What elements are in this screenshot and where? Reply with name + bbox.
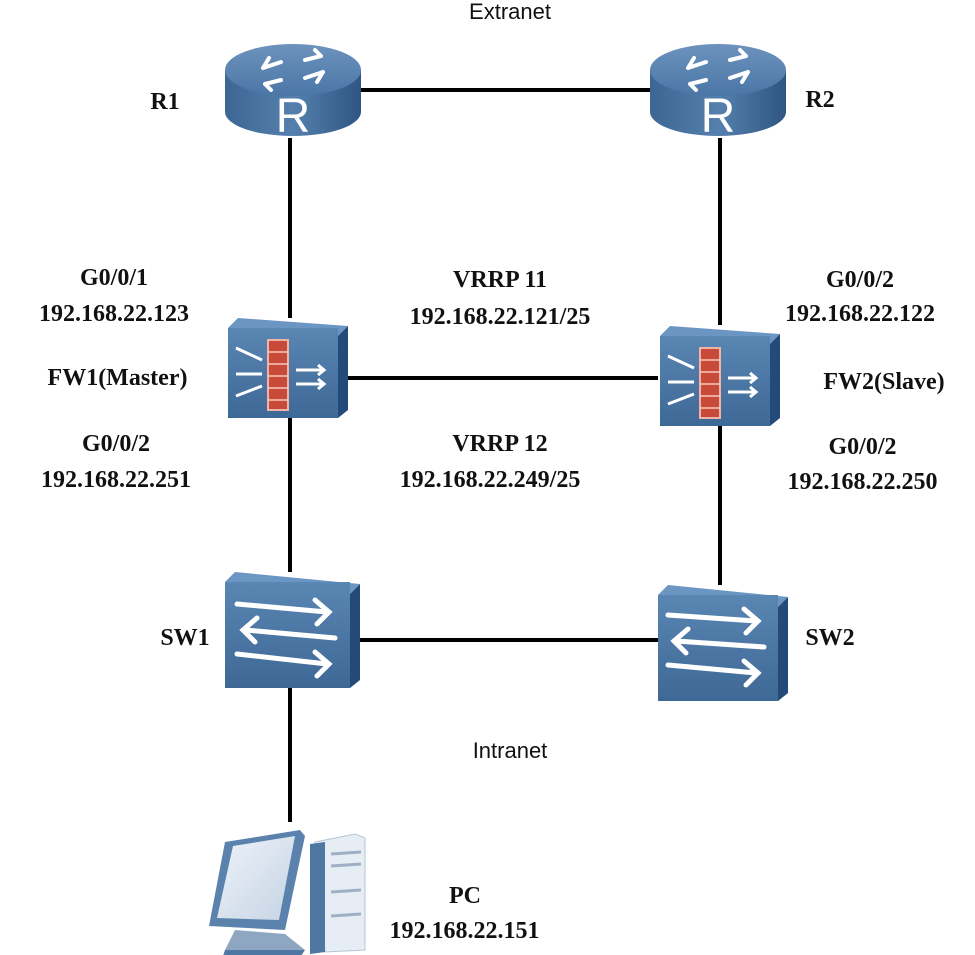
pc-ip: 192.168.22.151 [389,918,540,944]
switch-sw1-label: SW1 [160,625,210,651]
vrrp-11-vip: 192.168.22.121/25 [409,304,591,330]
firewall-fw2-icon[interactable] [660,326,780,426]
fw2-name: FW2(Slave) [823,369,945,395]
zone-label-extranet: Extranet [469,0,551,24]
router-r2-label: R2 [805,87,835,113]
vrrp-12-vip: 192.168.22.249/25 [399,467,581,493]
firewall-fw1-icon[interactable] [228,318,348,418]
fw1-down-ip: 192.168.22.251 [41,467,191,493]
switch-sw1-icon[interactable] [225,572,360,688]
fw2-down-ip: 192.168.22.250 [787,469,938,495]
switch-sw2-icon[interactable] [658,585,788,701]
fw2-down-interface: G0/0/2 [828,434,897,460]
router-r2-icon[interactable]: R [650,44,786,143]
fw1-down-interface: G0/0/2 [81,431,150,457]
links [288,88,722,822]
switch-sw2-label: SW2 [805,625,855,651]
vrrp-12-name: VRRP 12 [452,431,548,457]
vrrp-11-name: VRRP 11 [452,267,547,293]
pc-name: PC [449,883,481,909]
fw2-up-ip: 192.168.22.122 [785,301,935,327]
svg-text:R: R [276,90,311,143]
router-r1-icon[interactable]: R [225,44,361,143]
pc-icon[interactable] [209,830,366,955]
svg-text:R: R [701,90,736,143]
fw1-up-ip: 192.168.22.123 [39,301,189,327]
fw2-up-interface: G0/0/2 [825,267,894,293]
fw1-up-interface: G0/0/1 [79,265,148,291]
zone-label-intranet: Intranet [472,738,548,763]
router-r1-label: R1 [150,89,180,115]
fw1-name: FW1(Master) [47,365,188,391]
